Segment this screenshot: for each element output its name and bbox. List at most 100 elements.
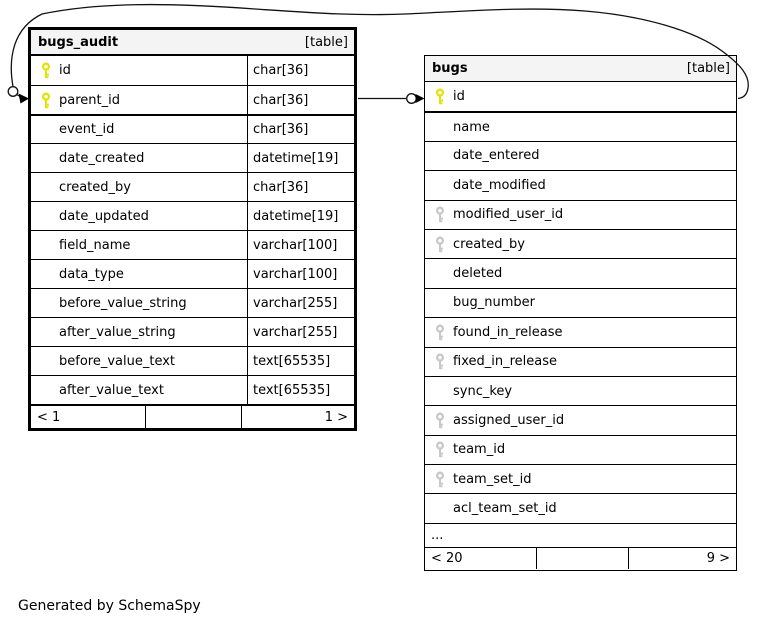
column-name: date_created: [59, 150, 145, 166]
column-name: team_id: [453, 442, 506, 458]
column-row-date_modified: date_modified: [425, 170, 736, 200]
column-name-cell: team_set_id: [425, 465, 736, 493]
column-name-cell: sync_key: [425, 377, 736, 405]
table-title[interactable]: bugs_audit: [38, 34, 119, 50]
column-name-cell: after_value_text: [31, 376, 248, 404]
key-icon-spacer: [40, 266, 52, 283]
column-name: created_by: [59, 179, 131, 195]
column-row-id: id: [425, 82, 736, 112]
column-name-cell: field_name: [31, 231, 248, 259]
column-name: modified_user_id: [453, 207, 564, 223]
table-title[interactable]: bugs: [432, 61, 468, 76]
key-icon-spacer: [40, 208, 52, 225]
column-row-team_set_id: team_set_id: [425, 464, 736, 494]
column-name: date_modified: [453, 177, 546, 193]
column-name-cell: name: [425, 113, 736, 140]
column-row-date_updated: date_updated datetime[19]: [31, 201, 354, 230]
column-name: team_set_id: [453, 471, 532, 487]
column-name-cell: created_by: [31, 173, 248, 201]
column-name-cell: date_created: [31, 144, 248, 172]
key-icon-spacer: [434, 500, 446, 517]
column-type: datetime[19]: [253, 150, 339, 166]
column-row-created_by: created_by: [425, 228, 736, 259]
cardinality-circle-left: [7, 86, 19, 97]
column-name-cell: parent_id: [31, 86, 248, 114]
column-name: deleted: [453, 266, 503, 282]
column-name: event_id: [59, 122, 115, 137]
key-icon-spacer: [434, 294, 446, 311]
key-icon-spacer: [434, 383, 446, 400]
foreign-key-icon: [425, 441, 446, 458]
footer-children-count: 9 >: [706, 550, 730, 566]
key-icon-spacer: [40, 237, 52, 254]
key-icon-spacer: [40, 295, 52, 312]
column-name-cell: id: [425, 82, 736, 111]
column-row-after_value_text: after_value_text text[65535]: [31, 375, 354, 404]
table-footer-bugs-audit: < 1 1 >: [31, 404, 354, 428]
foreign-key-icon: [425, 353, 446, 370]
column-row-fixed_in_release: fixed_in_release: [425, 346, 736, 376]
column-type: datetime[19]: [253, 208, 339, 224]
column-name: fixed_in_release: [453, 354, 557, 370]
column-row-date_created: date_created datetime[19]: [31, 143, 354, 172]
key-icon-spacer: [40, 150, 52, 167]
column-name: before_value_string: [59, 295, 187, 311]
column-name: date_entered: [453, 148, 540, 164]
column-name-cell: team_id: [425, 436, 736, 464]
table-type-badge: [table]: [304, 34, 348, 50]
column-name-cell: fixed_in_release: [425, 348, 736, 376]
column-type: text[65535]: [253, 382, 331, 398]
column-type: varchar[100]: [253, 237, 338, 253]
footer-parents-count: < 20: [425, 547, 537, 569]
column-name: assigned_user_id: [453, 412, 565, 428]
footer-children-count: 1 >: [324, 409, 348, 425]
foreign-key-icon: [425, 324, 446, 341]
primary-key-icon: [31, 92, 52, 109]
key-icon-spacer: [40, 353, 52, 370]
column-row-team_id: team_id: [425, 434, 736, 465]
column-row-after_value_string: after_value_string varchar[255]: [31, 317, 354, 346]
column-name: date_updated: [59, 208, 149, 224]
columns-ellipsis-row: ...: [425, 522, 736, 547]
column-name-cell: data_type: [31, 260, 248, 288]
column-name: field_name: [59, 237, 131, 253]
generated-by-caption: Generated by SchemaSpy: [18, 598, 201, 614]
column-name: data_type: [59, 266, 124, 282]
column-name-cell: found_in_release: [425, 318, 736, 346]
table-header-bugs-audit[interactable]: bugs_audit [table]: [31, 30, 354, 56]
column-name: id: [59, 63, 71, 78]
column-row-sync_key: sync_key: [425, 375, 736, 406]
column-name: after_value_string: [59, 324, 176, 340]
column-name-cell: acl_team_set_id: [425, 494, 736, 522]
key-icon-spacer: [40, 324, 52, 341]
foreign-key-icon: [425, 412, 446, 429]
table-header-bugs[interactable]: bugs [table]: [425, 56, 736, 82]
column-name: bug_number: [453, 295, 535, 311]
column-type: char[36]: [253, 179, 309, 195]
column-name: acl_team_set_id: [453, 501, 557, 517]
footer-parents-count: < 1: [31, 406, 146, 428]
column-row-field_name: field_name varchar[100]: [31, 230, 354, 259]
column-name: sync_key: [453, 383, 513, 399]
column-row-before_value_string: before_value_string varchar[255]: [31, 288, 354, 317]
footer-middle-cell: [537, 547, 629, 569]
key-icon-spacer: [434, 177, 446, 194]
column-type: varchar[255]: [253, 295, 338, 311]
column-row-created_by: created_by char[36]: [31, 172, 354, 201]
column-name-cell: before_value_string: [31, 289, 248, 317]
column-row-acl_team_set_id: acl_team_set_id: [425, 493, 736, 523]
key-icon-spacer: [434, 147, 446, 164]
column-type: varchar[255]: [253, 324, 338, 340]
relationship-curve-stub: [16, 93, 23, 99]
key-icon-spacer: [40, 121, 52, 138]
column-name-cell: event_id: [31, 116, 248, 143]
table-type-badge: [table]: [686, 61, 730, 76]
column-name-cell: date_modified: [425, 171, 736, 199]
